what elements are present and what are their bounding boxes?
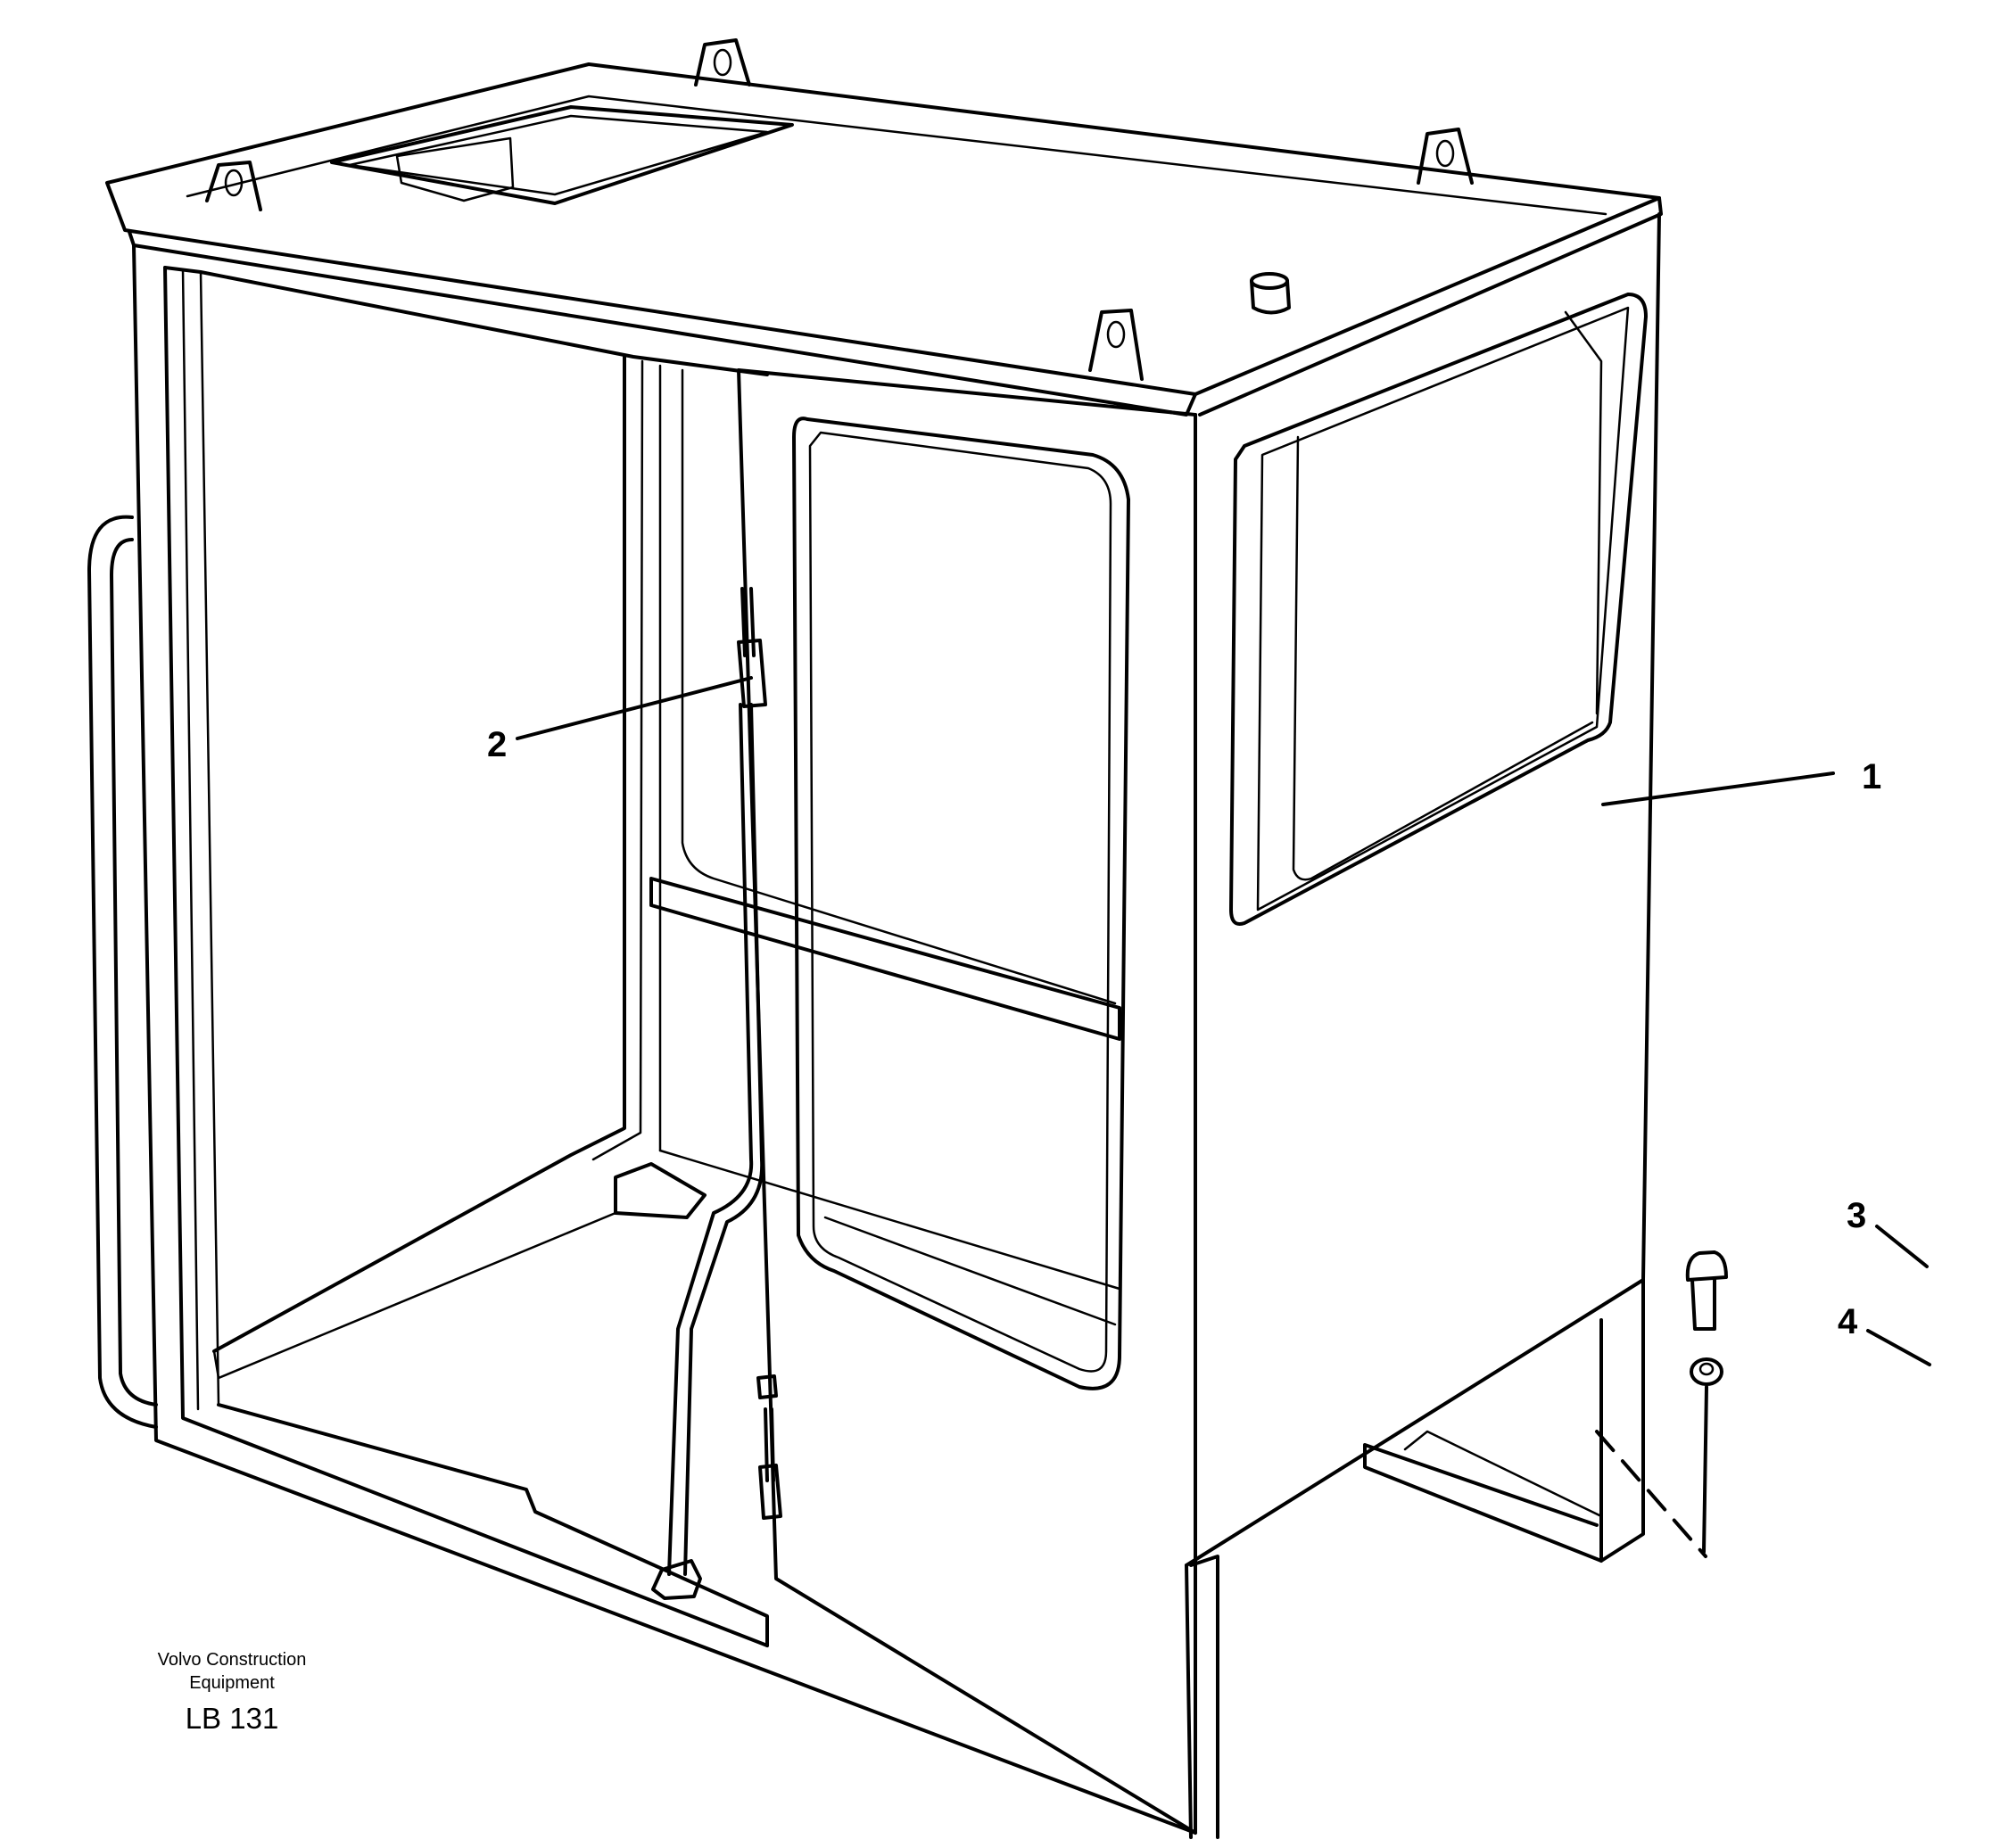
cab-door (737, 368, 1197, 1835)
lifting-eyes (205, 38, 1474, 381)
manufacturer-footer: Volvo Construction Equipment LB 131 (98, 1648, 366, 1736)
manufacturer-name-line2: Equipment (189, 1673, 275, 1693)
cab-roof (105, 62, 1663, 417)
callout-4: 4 (1838, 1302, 1858, 1341)
bolt-and-washer (1595, 1250, 1728, 1558)
callout-1: 1 (1862, 757, 1881, 796)
grab-handle (87, 515, 158, 1429)
cab-legs (1185, 1278, 1645, 1839)
rear-frame (212, 355, 1121, 1380)
leader-lines (516, 676, 1931, 1366)
assembly-dashed-line (1595, 1430, 1707, 1558)
callout-2: 2 (487, 725, 507, 764)
cab-side-wall (1185, 212, 1661, 1567)
drawing-code: LB 131 (185, 1702, 279, 1735)
gas-strut (651, 587, 782, 1600)
callout-3: 3 (1847, 1196, 1866, 1235)
manufacturer-name-line1: Volvo Construction (157, 1650, 307, 1670)
front-frame (132, 243, 1197, 1835)
